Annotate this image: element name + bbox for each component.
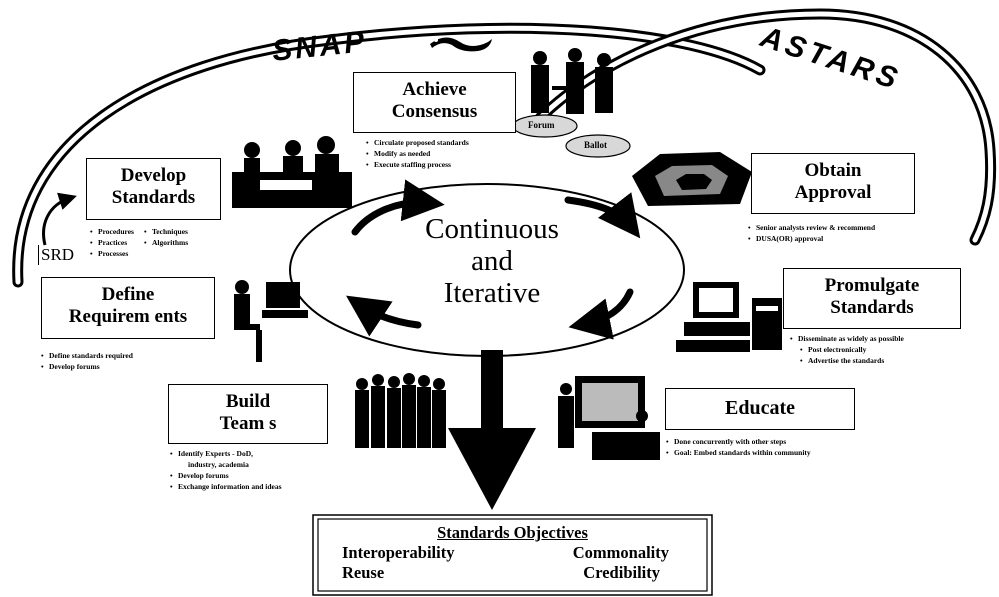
center-line-2: and bbox=[471, 245, 513, 277]
objectives-row-1: Interoperability Commonality bbox=[322, 543, 703, 563]
objectives-row-2: Reuse Credibility bbox=[322, 563, 703, 583]
develop-bullet: Processes bbox=[90, 248, 134, 259]
objective-item: Commonality bbox=[572, 543, 669, 562]
obtain-approval-box: Obtain Approval bbox=[751, 153, 915, 214]
approval-bullet: DUSA(OR) approval bbox=[748, 233, 875, 244]
promulgate-bullet: Advertise the standards bbox=[800, 355, 904, 366]
develop-standards-box: Develop Standards bbox=[86, 158, 221, 220]
requirements-title-1: Define bbox=[101, 284, 155, 305]
cycle-arrows bbox=[346, 179, 641, 340]
promulgate-bullets: Disseminate as widely as possible Post e… bbox=[790, 333, 904, 366]
ballot-oval bbox=[565, 134, 631, 158]
center-line-3: Iterative bbox=[443, 277, 541, 309]
objective-item: Interoperability bbox=[342, 543, 455, 562]
objectives-outer-frame bbox=[312, 514, 713, 596]
develop-bullets-col1: Procedures Practices Processes bbox=[90, 226, 134, 259]
objective-item: Credibility bbox=[583, 563, 660, 582]
teams-bullet: Develop forums bbox=[170, 470, 282, 481]
consensus-title-1: Achieve bbox=[402, 79, 467, 100]
develop-bullet: Procedures bbox=[90, 226, 134, 237]
teams-bullet-continuation: industry, academia bbox=[188, 460, 249, 469]
approval-bullets: Senior analysts review & recommend DUSA(… bbox=[748, 222, 875, 244]
down-arrow bbox=[448, 350, 536, 510]
promulgate-title-2: Standards bbox=[830, 296, 914, 318]
classroom-clipart bbox=[558, 376, 660, 460]
educate-bullets: Done concurrently with other steps Goal:… bbox=[666, 436, 811, 458]
develop-bullet: Practices bbox=[90, 237, 134, 248]
objectives-heading: Standards Objectives bbox=[437, 523, 588, 542]
achieve-consensus-box: Achieve Consensus bbox=[353, 72, 516, 133]
forum-label: Forum bbox=[528, 120, 555, 130]
define-requirements-box: Define Requirem ents bbox=[41, 277, 215, 339]
pentagon-clipart bbox=[632, 152, 752, 206]
workstation-clipart bbox=[234, 280, 308, 362]
educate-bullet: Done concurrently with other steps bbox=[666, 436, 811, 447]
ballot-label: Ballot bbox=[584, 140, 608, 150]
consensus-bullets: Circulate proposed standards Modify as n… bbox=[366, 137, 469, 170]
teams-title-1: Build bbox=[225, 391, 271, 412]
educate-box: Educate bbox=[665, 388, 855, 430]
develop-title-2: Standards bbox=[111, 186, 196, 208]
objectives-inner-frame bbox=[317, 518, 708, 592]
approval-bullet: Senior analysts review & recommend bbox=[748, 222, 875, 233]
requirements-bullet: Define standards required bbox=[41, 350, 133, 361]
meeting-clipart bbox=[232, 136, 352, 208]
develop-bullet: Techniques bbox=[144, 226, 188, 237]
teams-bullet: Identify Experts - DoD, bbox=[170, 448, 282, 459]
center-line-1: Continuous bbox=[425, 213, 559, 245]
center-text: Continuous and Iterative bbox=[372, 213, 612, 309]
promulgate-bullet: Post electronically bbox=[800, 344, 904, 355]
consensus-title-2: Consensus bbox=[391, 100, 478, 122]
consensus-bullet: Circulate proposed standards bbox=[366, 137, 469, 148]
team-clipart bbox=[355, 373, 446, 448]
educate-bullet: Goal: Embed standards within community bbox=[666, 447, 811, 458]
objectives-panel: Standards Objectives Interoperability Co… bbox=[322, 523, 703, 589]
promulgate-standards-box: Promulgate Standards bbox=[783, 268, 961, 329]
consensus-bullet: Modify as needed bbox=[366, 148, 469, 159]
develop-title-1: Develop bbox=[120, 165, 187, 186]
teams-bullet: Exchange information and ideas bbox=[170, 481, 282, 492]
approval-title-2: Approval bbox=[794, 181, 872, 203]
requirements-bullets: Define standards required Develop forums bbox=[41, 350, 133, 372]
objective-item: Reuse bbox=[342, 563, 385, 582]
teams-bullets: Identify Experts - DoD, industry, academ… bbox=[170, 448, 282, 492]
develop-bullets: Procedures Practices Processes Technique… bbox=[90, 226, 188, 259]
consensus-bullet: Execute staffing process bbox=[366, 159, 469, 170]
snake-icon bbox=[430, 37, 492, 52]
develop-bullets-col2: Techniques Algorithms bbox=[144, 226, 188, 259]
requirements-title-2: Requirem ents bbox=[68, 305, 188, 327]
astars-swoosh bbox=[534, 8, 997, 246]
requirements-bullet: Develop forums bbox=[41, 361, 133, 372]
promulgate-bullet: Disseminate as widely as possible bbox=[790, 333, 904, 344]
handshake-clipart bbox=[531, 48, 613, 114]
develop-bullet: Algorithms bbox=[144, 237, 188, 248]
srd-arrow bbox=[42, 192, 77, 246]
promulgate-title-1: Promulgate bbox=[824, 275, 920, 296]
approval-title-1: Obtain bbox=[804, 160, 862, 181]
computer-clipart bbox=[676, 282, 782, 352]
educate-title: Educate bbox=[725, 397, 795, 419]
build-teams-box: Build Team s bbox=[168, 384, 328, 444]
teams-title-2: Team s bbox=[219, 412, 277, 434]
srd-label: SRD bbox=[38, 245, 74, 265]
